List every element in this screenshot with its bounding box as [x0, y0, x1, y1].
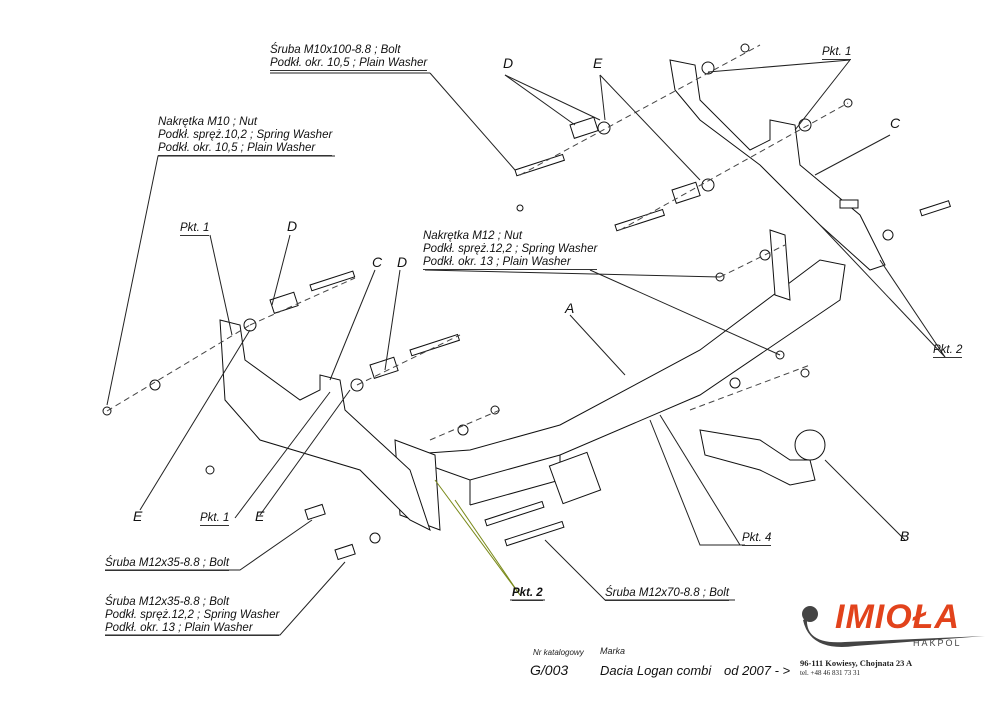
part-e-mid: E: [255, 508, 265, 524]
pkt1-right: Pkt. 1: [822, 46, 852, 60]
right-end-plate: [769, 229, 791, 301]
part-c-left: C: [372, 254, 383, 270]
part-e-left: E: [133, 508, 143, 524]
logo-text: IMIOŁA: [835, 598, 960, 636]
bolt-m12x35-label: Śruba M12x35-8.8 ; Bolt: [105, 557, 230, 571]
model-year: od 2007 - >: [724, 663, 791, 678]
part-a: A: [565, 300, 575, 316]
pkt4: Pkt. 4: [742, 532, 772, 546]
part-d-mid: D: [397, 254, 408, 270]
part-d-right: D: [503, 55, 514, 71]
company-address: 96-111 Kowiesy, Chojnata 23 A: [800, 658, 913, 668]
imiola-hakpol-logo: IMIOŁA HAKPOL: [795, 598, 985, 650]
tow-ball: [794, 429, 826, 461]
catalog-value: G/003: [530, 662, 569, 678]
ball-neck: [699, 429, 816, 486]
right-bracket: [669, 59, 886, 271]
pkt2-right: Pkt. 2: [933, 344, 963, 358]
pkt1-left-top: Pkt. 1: [180, 222, 210, 236]
bolt-m12x70-label: Śruba M12x70-8.8 ; Bolt: [605, 587, 730, 601]
brand-label: Marka: [600, 646, 626, 656]
part-e-right: E: [593, 55, 603, 71]
pkt2-bottom: Pkt. 2: [512, 587, 543, 601]
part-b: B: [900, 528, 910, 544]
pkt1-left-bottom: Pkt. 1: [200, 512, 230, 526]
part-c-right: C: [890, 115, 901, 131]
crossbar-a: [399, 259, 846, 481]
logo-subtext: HAKPOL: [913, 638, 962, 648]
company-phone: tel. +48 46 831 73 31: [800, 669, 860, 677]
catalog-label: Nr katalogowy: [533, 648, 584, 657]
part-d-left: D: [287, 218, 298, 234]
brand-value: Dacia Logan combi: [600, 663, 712, 678]
